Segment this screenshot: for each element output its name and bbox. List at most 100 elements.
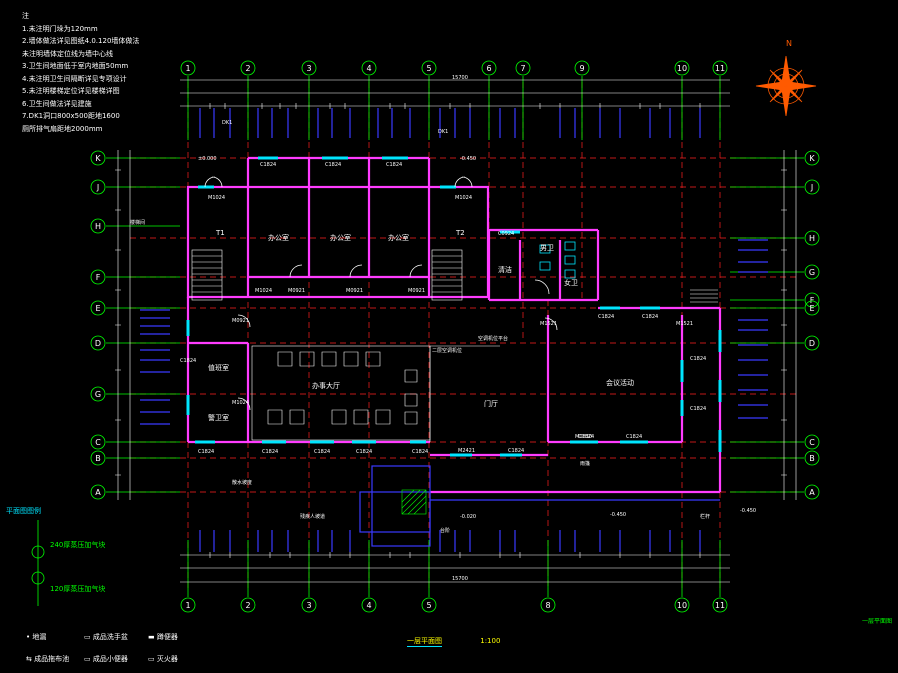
entrance-ramp (359, 465, 720, 547)
symbol-extinguisher: ▭ 灭火器 (148, 655, 178, 663)
svg-text:1: 1 (185, 601, 190, 610)
svg-text:K: K (95, 154, 101, 163)
compass-icon (755, 55, 817, 117)
sheet-corner-label: 一层平面图 (861, 618, 892, 625)
symbol-wash-basin: ▭ 成品洗手盆 (84, 633, 128, 641)
squat-toilet-icon: ▬ (148, 633, 155, 641)
window-tag: C1824 (412, 449, 428, 455)
stairs-right (431, 249, 463, 301)
door-tag: M1024 (455, 195, 472, 201)
doors (204, 176, 558, 411)
axis-bubble-left: H (90, 218, 106, 234)
axis-bubble-left: E (90, 300, 106, 316)
axis-bubble-left: B (90, 450, 106, 466)
door-tag: M0921 (288, 288, 305, 294)
axis-bubble-right: D (804, 335, 820, 351)
svg-text:9: 9 (579, 64, 584, 73)
svg-text:2: 2 (245, 64, 250, 73)
axis-bubble-left: J (90, 179, 106, 195)
symbol-squat-toilet: ▬ 蹲便器 (148, 633, 178, 641)
stairs-east (690, 289, 718, 303)
svg-text:3: 3 (306, 64, 311, 73)
svg-text:11: 11 (715, 64, 725, 73)
axis-bubble-right: G (804, 264, 820, 280)
window-tag: C1824 (262, 449, 278, 455)
room-label-office2: 办公室 (330, 233, 351, 242)
svg-text:5: 5 (426, 601, 431, 610)
svg-text:5: 5 (426, 64, 431, 73)
door-tag: M0921 (232, 318, 249, 324)
svg-text:1: 1 (185, 64, 190, 73)
plan-annotation: DK1 (222, 120, 232, 126)
door-tag: M1024 (255, 288, 272, 294)
room-label-wc_m: 男卫 (540, 244, 554, 252)
window-tag: C1824 (642, 314, 658, 320)
window-tag: C1824 (690, 406, 706, 412)
axis-bubble-top: 10 (674, 60, 690, 76)
svg-text:E: E (809, 304, 814, 313)
axis-bubble-bottom: 8 (540, 597, 556, 613)
room-label-T1: T1 (215, 229, 225, 237)
axis-bubble-right: A (804, 484, 820, 500)
axis-bubble-bottom: 3 (301, 597, 317, 613)
axis-bubble-right: J (804, 179, 820, 195)
door-tag: M1521 (540, 321, 557, 327)
plan-annotation: 散水坡度 (232, 479, 252, 486)
room-label-office1: 办公室 (268, 233, 289, 242)
svg-text:A: A (809, 488, 815, 497)
axis-bubble-left: G (90, 386, 106, 402)
window-tag: C1824 (690, 356, 706, 362)
axis-bubble-top: 6 (481, 60, 497, 76)
axis-bubble-bottom: 2 (240, 597, 256, 613)
note-line: 1.未注明门垛为120mm (22, 24, 98, 33)
axis-bubble-left: K (90, 150, 106, 166)
svg-text:8: 8 (545, 601, 550, 610)
svg-text:A: A (95, 488, 101, 497)
room-label-hall: 办事大厅 (312, 381, 340, 390)
plan-annotation: 栏杆 (700, 513, 710, 520)
axis-bubble-bottom: 5 (421, 597, 437, 613)
note-line: 7.DK1洞口800x500距地1600 (22, 112, 120, 120)
note-line: 2.墙体做法详见图纸4.0.120墙体做法 (22, 37, 140, 45)
window-tag: C1824 (198, 449, 214, 455)
plan-annotation: 台阶 (440, 527, 450, 534)
axis-bubble-bottom: 1 (180, 597, 196, 613)
svg-text:G: G (95, 390, 101, 399)
axis-bubble-right: B (804, 450, 820, 466)
svg-text:3: 3 (306, 601, 311, 610)
window-tag: C1824 (260, 162, 276, 168)
compass-label: N (786, 39, 792, 48)
plan-annotation: 残疾人坡道 (300, 513, 325, 520)
plan-annotation: 空调机位平台 (478, 335, 508, 342)
door-tag: M2421 (458, 448, 475, 454)
room-label-wc_f: 女卫 (564, 278, 578, 287)
window-marks (140, 108, 768, 552)
room-label-T2: T2 (455, 229, 465, 237)
svg-text:D: D (95, 339, 101, 348)
symbol-floor-drain: • 地漏 (26, 633, 47, 641)
note-line: 未注明墙体定位线为墙中心线 (22, 49, 113, 58)
drawing-scale: 1:100 (480, 637, 501, 645)
window-tag: C1824 (386, 162, 402, 168)
plan-annotation: DK1 (438, 129, 448, 135)
level-mark: ±0.000 (198, 156, 217, 162)
axis-bubble-top: 1 (180, 60, 196, 76)
plan-annotation: 楼梯间 (130, 219, 145, 226)
floor-drain-icon: • (26, 633, 31, 641)
level-mark: -0.450 (610, 512, 626, 518)
drawing-title: 一层平面图 (407, 637, 442, 647)
window-tag: C1824 (356, 449, 372, 455)
svg-text:F: F (96, 273, 101, 282)
extinguisher-icon: ▭ (148, 655, 155, 663)
door-tag: M1024 (232, 400, 249, 406)
svg-text:2: 2 (245, 601, 250, 610)
svg-text:G: G (809, 268, 815, 277)
axis-bubble-bottom: 11 (712, 597, 728, 613)
legend-title: 平面图图例 (6, 507, 41, 515)
level-mark: -0.450 (460, 156, 476, 162)
axis-bubble-bottom: 10 (674, 597, 690, 613)
dimension-ticks (115, 103, 787, 558)
svg-text:6: 6 (486, 64, 491, 73)
